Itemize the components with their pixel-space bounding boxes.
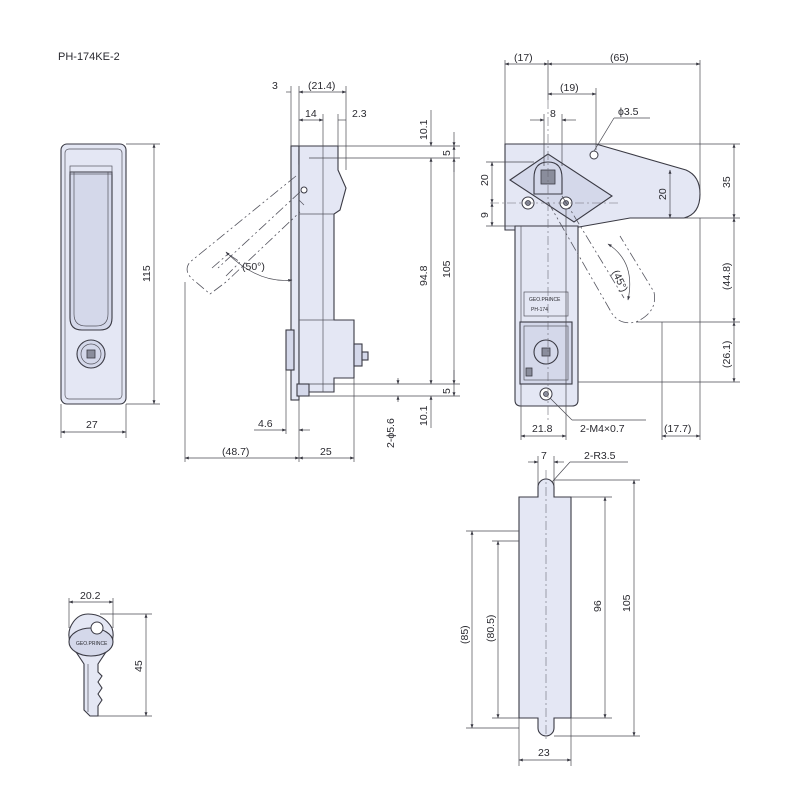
- side-dim-105: 105: [441, 260, 453, 278]
- key-width-label: 20.2: [80, 590, 101, 602]
- back-view: GEO.PRINCE PH-174 (45°) (17) (65) (19): [479, 52, 740, 440]
- side-dim-48-7: (48.7): [222, 446, 249, 458]
- side-dim-10-1-top: 10.1: [418, 119, 430, 140]
- side-view: (50°) 3 (21.4) 14 2.3 10.1 94.8 10.1 5 1…: [184, 80, 460, 462]
- gasket-dim-80-5: (80.5): [485, 615, 497, 642]
- back-model-text: PH-174: [531, 307, 548, 313]
- back-dim-20-right: 20: [657, 188, 669, 200]
- side-dim-5-bottom: 5: [441, 388, 453, 394]
- drawing-title: PH-174KE-2: [58, 51, 120, 63]
- side-dim-21-4: (21.4): [308, 80, 335, 92]
- back-dim-65: (65): [610, 52, 629, 64]
- back-angle-label: (45°): [609, 268, 630, 294]
- side-dim-25: 25: [320, 446, 332, 458]
- key-view: GEO.PRINCE 20.2 45: [68, 590, 152, 717]
- side-dim-14: 14: [305, 108, 317, 120]
- front-view: 115 27: [60, 143, 160, 438]
- gasket-dim-105: 105: [621, 594, 633, 612]
- back-thread-label: 2-M4×0.7: [580, 423, 625, 435]
- side-dim-10-1-bottom: 10.1: [418, 405, 430, 426]
- gasket-view: 7 2-R3.5 96 105 (85) (80.5) 23: [459, 450, 640, 766]
- key-brand-text: GEO.PRINCE: [76, 641, 108, 647]
- back-dim-21-8: 21.8: [532, 423, 553, 435]
- back-dim-9: 9: [479, 212, 491, 218]
- front-width-label: 27: [86, 419, 98, 431]
- back-dim-20-left: 20: [479, 174, 491, 186]
- back-brand-text: GEO.PRINCE: [529, 297, 561, 303]
- side-dim-4-6: 4.6: [258, 418, 273, 430]
- side-dim-5-top: 5: [441, 150, 453, 156]
- gasket-radius-label: 2-R3.5: [584, 450, 616, 462]
- back-dim-19: (19): [560, 82, 579, 94]
- side-hole-label: 2-ϕ5.6: [385, 418, 397, 448]
- side-dim-2-3: 2.3: [352, 108, 367, 120]
- back-dim-35: 35: [721, 176, 733, 188]
- side-angle-label: (50°): [242, 261, 265, 273]
- gasket-dim-85: (85): [459, 625, 471, 644]
- key-height-label: 45: [133, 660, 145, 672]
- gasket-dim-23: 23: [538, 747, 550, 759]
- gasket-dim-7: 7: [541, 450, 547, 462]
- back-dim-17: (17): [514, 52, 533, 64]
- back-dim-26-1: (26.1): [721, 341, 733, 368]
- back-dim-8: 8: [550, 108, 556, 120]
- side-dim-3: 3: [272, 80, 278, 92]
- gasket-dim-96: 96: [592, 600, 604, 612]
- back-phi-label: ϕ3.5: [618, 106, 639, 118]
- back-dim-17-7: (17.7): [664, 423, 691, 435]
- back-dim-44-8: (44.8): [721, 263, 733, 290]
- front-height-label: 115: [141, 265, 153, 282]
- side-dim-94-8: 94.8: [418, 265, 430, 286]
